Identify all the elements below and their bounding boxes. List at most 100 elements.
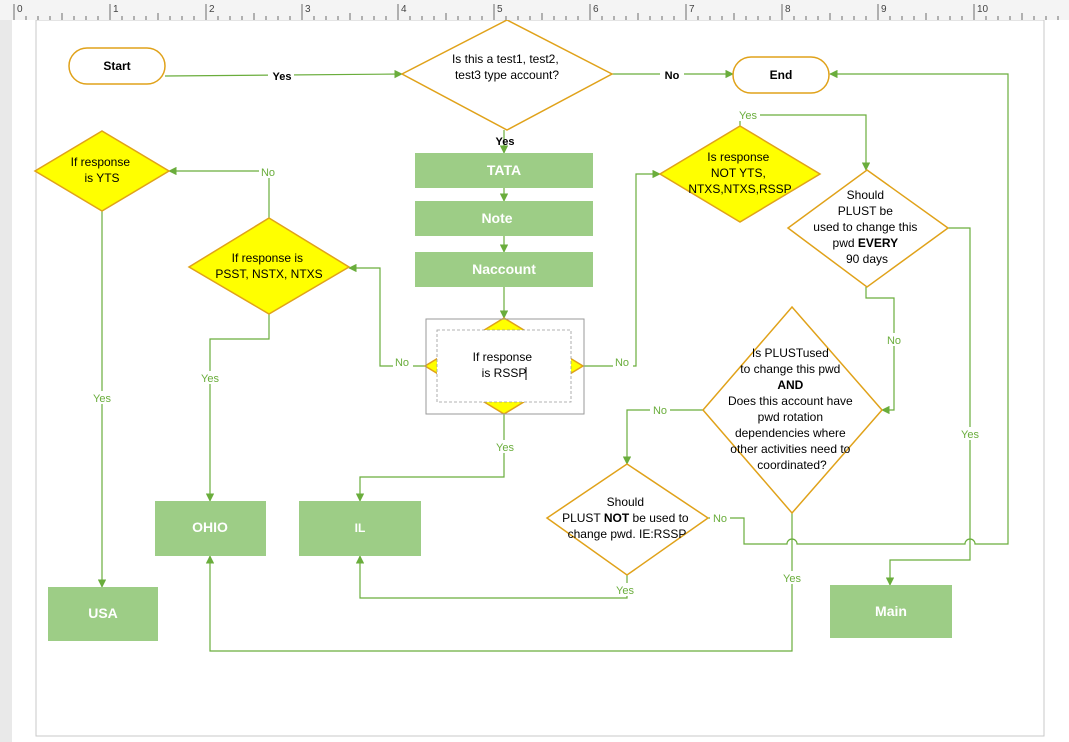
ruler-number: 9: [881, 4, 887, 15]
process-note[interactable]: [415, 201, 593, 236]
start-label: Start: [103, 59, 130, 73]
edge-rssp-il[interactable]: [355, 414, 505, 502]
decision-not-used[interactable]: [545, 463, 710, 576]
psst-line-2: PSST, NSTX, NTXS: [215, 267, 322, 281]
ruler-number: 5: [497, 4, 503, 15]
edge-every90-plust[interactable]: [865, 287, 895, 415]
label-notyts-yes: Yes: [739, 110, 757, 122]
end-label: End: [770, 68, 793, 82]
every90-line-3: used to change this: [813, 220, 917, 234]
notused-line-2a: PLUST: [562, 511, 604, 525]
psst-line-1: If response is: [232, 251, 303, 265]
main-label: Main: [875, 603, 907, 619]
ruler-number: 6: [593, 4, 599, 15]
notused-line-3: change pwd. IE:RSSP: [568, 527, 687, 541]
account-line-1: Is this a test1, test2,: [452, 52, 559, 66]
process-il[interactable]: [299, 501, 421, 556]
process-usa[interactable]: [48, 587, 158, 641]
ruler-number: 8: [785, 4, 791, 15]
yts-line-2: is YTS: [84, 171, 119, 185]
label-notused-yes: Yes: [616, 585, 634, 597]
edge-notused-end[interactable]: [708, 69, 1009, 545]
decision-account-type-text: Is this a test1, test2, test3 type accou…: [452, 52, 562, 82]
label-rssp-yes: Yes: [496, 442, 514, 454]
label-start-yes: Yes: [273, 71, 292, 83]
decision-plust-used[interactable]: [702, 305, 883, 515]
label-yts-no: No: [261, 167, 275, 179]
label-psst-yes: Yes: [201, 373, 219, 385]
plust-line-3: AND: [777, 378, 803, 392]
rssp-line-1: If response: [473, 350, 533, 364]
decision-psst[interactable]: [187, 217, 351, 315]
notused-line-2c: be used to: [629, 511, 689, 525]
decision-every-90[interactable]: [786, 169, 950, 288]
label-rssp-no-left: No: [395, 357, 409, 369]
plust-line-5: pwd rotation: [758, 410, 823, 424]
end-terminator[interactable]: [732, 56, 830, 94]
plust-line-8: coordinated?: [757, 458, 827, 472]
page-border: [35, 20, 1045, 737]
plust-line-7: other activities need to: [730, 442, 850, 456]
every90-line-5: 90 days: [846, 252, 888, 266]
decision-rssp-text: If response is RSSP: [473, 350, 536, 380]
edge-every90-main[interactable]: [885, 227, 971, 586]
start-terminator[interactable]: [68, 47, 166, 85]
decision-plust-used-text: Is PLUSTused to change this pwd AND Does…: [728, 346, 856, 472]
selection-frame[interactable]: [425, 318, 585, 415]
label-every90-yes: Yes: [961, 429, 979, 441]
process-tata[interactable]: [415, 153, 593, 188]
decision-yts[interactable]: [33, 130, 171, 212]
edge-notused-il[interactable]: [355, 555, 628, 599]
plust-line-6: dependencies where: [735, 426, 846, 440]
ruler-number: 7: [689, 4, 695, 15]
flowchart: Yes No Yes No No No Yes Yes Yes Yes No Y…: [33, 20, 1045, 737]
yts-line-1: If response: [71, 155, 131, 169]
edge-plust-notused[interactable]: [622, 409, 703, 465]
ruler-number: 2: [209, 4, 215, 15]
edge-plust-ohio[interactable]: [205, 513, 793, 652]
note-label: Note: [481, 210, 512, 226]
label-every90-no: No: [887, 335, 901, 347]
il-label: IL: [355, 521, 366, 535]
label-notused-no: No: [713, 513, 727, 525]
ruler-number: 3: [305, 4, 311, 15]
notyts-line-3: NTXS,NTXS,RSSP: [688, 182, 791, 196]
process-naccount[interactable]: [415, 252, 593, 287]
decision-psst-text: If response is PSST, NSTX, NTXS: [215, 251, 322, 281]
rssp-line-2: is RSSP: [482, 366, 527, 380]
ruler-number: 0: [17, 4, 23, 15]
tata-label: TATA: [487, 162, 521, 178]
decision-not-yts[interactable]: [658, 125, 822, 223]
edge-psst-ohio[interactable]: [205, 314, 270, 502]
account-line-2: test3 type account?: [455, 68, 559, 82]
plust-line-4: Does this account have: [728, 394, 853, 408]
label-account-no: No: [665, 70, 680, 82]
decision-account-type[interactable]: [400, 20, 614, 131]
every90-line-2: PLUST be: [838, 204, 893, 218]
decision-yts-text: If response is YTS: [71, 155, 134, 185]
process-ohio[interactable]: [155, 501, 266, 556]
decision-not-yts-text: Is response NOT YTS, NTXS,NTXS,RSSP: [688, 150, 791, 196]
notused-line-1: Should: [607, 495, 644, 509]
process-main[interactable]: [830, 585, 952, 638]
ohio-label: OHIO: [192, 519, 228, 535]
text-edit-box[interactable]: [436, 329, 572, 403]
label-plust-yes: Yes: [783, 573, 801, 585]
edge-rssp-notyts[interactable]: [583, 169, 661, 367]
decision-every-90-text: Should PLUST be used to change this pwd …: [813, 188, 920, 266]
notused-line-2: PLUST NOT be used to: [562, 511, 689, 525]
plust-line-1: Is PLUSTused: [752, 346, 829, 360]
notyts-line-2: NOT YTS,: [711, 166, 766, 180]
label-yts-yes: Yes: [93, 393, 111, 405]
label-plust-no: No: [653, 405, 667, 417]
edge-psst-yts[interactable]: [168, 166, 270, 218]
ruler-number: 10: [977, 4, 989, 15]
drawing-canvas[interactable]: Yes No Yes No No No Yes Yes Yes Yes No Y…: [12, 20, 1069, 742]
left-margin-bar: [0, 20, 12, 742]
every90-line-4a: pwd: [833, 236, 858, 250]
notyts-line-1: Is response: [707, 150, 769, 164]
decision-not-used-text: Should PLUST NOT be used to change pwd. …: [562, 495, 692, 541]
label-rssp-no-right: No: [615, 357, 629, 369]
ruler-number: 4: [401, 4, 407, 15]
